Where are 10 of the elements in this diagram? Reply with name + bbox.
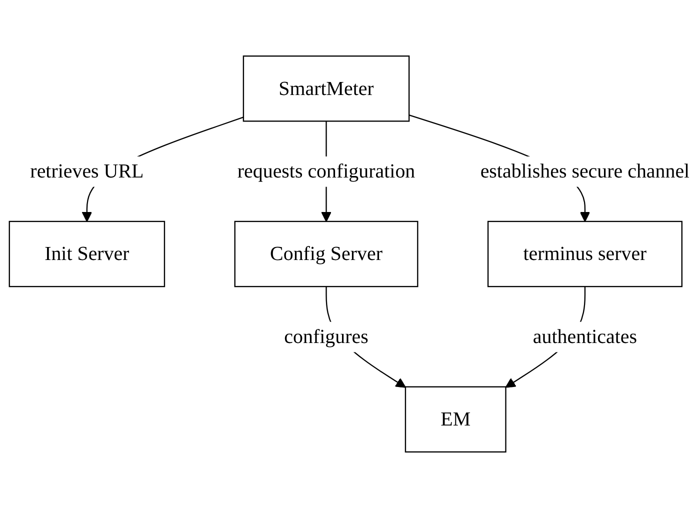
edge-label: requests configuration (237, 160, 416, 182)
node-box: Config Server (234, 220, 418, 288)
node-box: SmartMeter (242, 55, 410, 122)
node-box: EM (404, 386, 506, 453)
node-box: terminus server (487, 220, 682, 288)
edge-label: authenticates (532, 325, 638, 348)
edge-label: retrieves URL (30, 160, 144, 182)
edge-label: configures (284, 325, 368, 348)
node-box: Init Server (8, 220, 166, 288)
edge-label: establishes secure channel (480, 160, 690, 182)
